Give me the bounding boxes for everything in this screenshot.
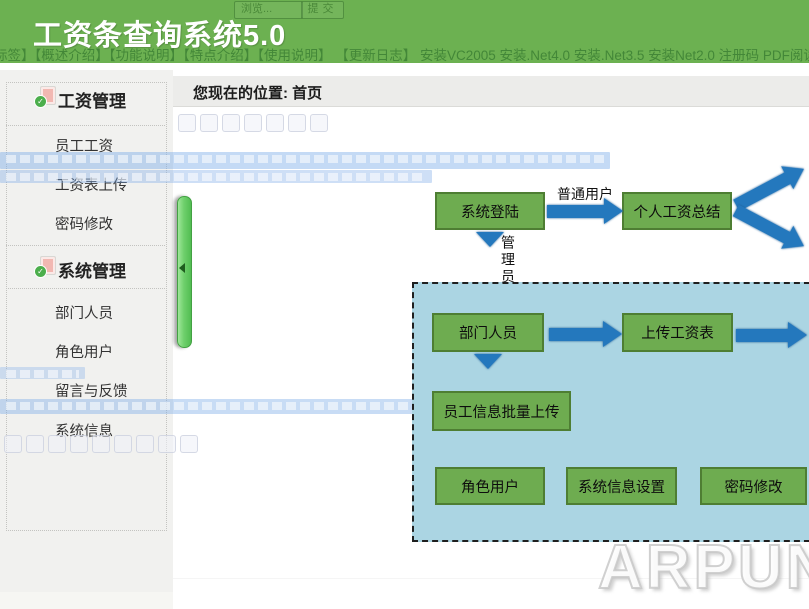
ghost-nav-links: 标签】【概述介绍】【功能说明】【特点介绍】【使用说明】 【更新日志】 安装VC2… [0, 48, 809, 63]
sidebar: ✓ 工资管理 员工工资 工资表上传 密码修改 ✓ 系统管理 部门人员 角色用户 … [0, 70, 173, 592]
divider [6, 125, 165, 126]
divider [6, 530, 165, 531]
app-header: 浏览... 提交 标签】【概述介绍】【功能说明】【特点介绍】【使用说明】 【更新… [0, 0, 809, 63]
divider [0, 578, 809, 579]
flow-node-upload-salary-table: 上传工资表 [622, 313, 733, 352]
arrow-login-to-admin-area [476, 232, 504, 247]
chevron-left-icon [179, 263, 185, 273]
sidebar-item-label: 部门人员 [55, 306, 113, 322]
ghost-highlight-band [0, 170, 432, 183]
sidebar-item-label: 角色用户 [55, 345, 113, 361]
flow-node-role-users: 角色用户 [435, 467, 545, 505]
sidebar-item-department-staff[interactable]: 部门人员 [0, 302, 173, 322]
ghost-browse-button: 浏览... [234, 1, 303, 19]
sidebar-section-salary[interactable]: ✓ 工资管理 [0, 84, 173, 114]
ledger-check-icon: ✓ [34, 86, 56, 108]
divider [6, 288, 165, 289]
arpun-watermark: ARPUN [597, 532, 809, 603]
sidebar-item-password-change[interactable]: 密码修改 [0, 213, 173, 233]
sidebar-item-employee-salary[interactable]: 员工工资 [0, 135, 173, 155]
edge-label-admin: 管理员 [500, 235, 516, 286]
ghost-highlight-band [0, 399, 425, 414]
sidebar-item-label: 员工工资 [55, 139, 113, 155]
sidebar-item-label: 密码修改 [55, 217, 113, 233]
page-title: 工资条查询系统5.0 [33, 20, 287, 52]
sidebar-item-label: 留言与反馈 [55, 384, 128, 400]
arrow-personal-down-right [730, 199, 809, 258]
sidebar-item-role-users[interactable]: 角色用户 [0, 341, 173, 361]
flow-node-batch-employee-upload: 员工信息批量上传 [432, 391, 571, 431]
sidebar-footer-strip [0, 592, 173, 609]
sidebar-section-label: 系统管理 [58, 262, 126, 281]
arrow-dept-to-batch [474, 354, 502, 369]
flow-node-department-staff: 部门人员 [432, 313, 544, 352]
arrow-login-to-personal [547, 198, 623, 224]
ghost-submit-button: 提交 [301, 1, 344, 19]
edge-label-normal-user: 普通用户 [557, 186, 613, 202]
flow-node-system-info-settings: 系统信息设置 [566, 467, 677, 505]
ghost-highlight-band [0, 152, 610, 169]
flow-node-password-change: 密码修改 [700, 467, 807, 505]
sidebar-section-label: 工资管理 [58, 92, 126, 111]
sidebar-item-label: 工资表上传 [55, 178, 128, 194]
flow-node-system-login: 系统登陆 [435, 192, 545, 230]
divider [6, 245, 165, 246]
ledger-check-icon: ✓ [34, 256, 56, 278]
breadcrumb: 您现在的位置: 首页 [193, 85, 323, 102]
sidebar-item-salary-upload[interactable]: 工资表上传 [0, 174, 173, 194]
ghost-highlight-band [0, 367, 85, 379]
ghost-toolbar-icons [4, 435, 198, 453]
sidebar-item-feedback[interactable]: 留言与反馈 [0, 380, 173, 400]
ghost-toolbar-icons [178, 114, 328, 132]
sidebar-frame [6, 82, 167, 531]
arrow-upload-to-right [736, 322, 807, 348]
sidebar-collapse-handle[interactable] [177, 196, 192, 348]
flow-node-personal-salary-summary: 个人工资总结 [622, 192, 732, 230]
breadcrumb-bar: 您现在的位置: 首页 [173, 76, 809, 107]
sidebar-section-system[interactable]: ✓ 系统管理 [0, 254, 173, 284]
arrow-dept-to-upload [549, 321, 622, 347]
